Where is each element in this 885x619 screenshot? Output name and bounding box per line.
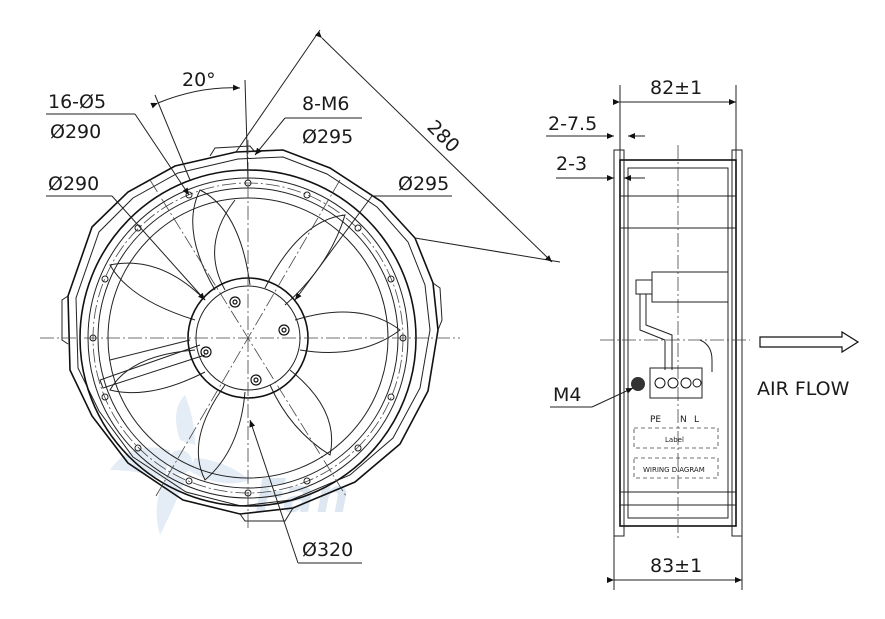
motor-cap [635, 279, 653, 295]
screw-leader [591, 387, 634, 408]
right-diameter-label: Ø295 [398, 173, 449, 195]
flange-b-label: 2-3 [556, 153, 587, 175]
thread-label: 8-M6 [302, 93, 349, 115]
fan-blades [109, 189, 401, 481]
side-view: PE N L Label WIRING DIAGRAM 82±1 2-7.5 2… [546, 77, 750, 590]
left-diameter-leader [111, 195, 206, 301]
outer-diameter-leader [249, 419, 299, 564]
flange-a-label: 2-7.5 [548, 113, 597, 135]
terminal-block [649, 367, 703, 399]
label-plate [633, 427, 719, 449]
mount-circle-label: Ø295 [302, 126, 353, 148]
mount-tab-bottom [239, 507, 294, 522]
mount-tab-right [432, 282, 443, 331]
angle-leader-1 [154, 94, 191, 181]
hole-count-label: 16-Ø5 [48, 91, 106, 113]
hole-circle-label: Ø290 [50, 121, 101, 143]
right-diameter-leader [294, 195, 373, 301]
diagonal-ext-1 [235, 29, 321, 153]
angle-arc [150, 84, 241, 109]
thread-leader [254, 117, 286, 156]
housing-outline [67, 149, 439, 515]
airflow-indicator: AIR FLOW [757, 330, 860, 400]
diagonal-label: 280 [422, 116, 463, 157]
cable-exit-2 [109, 339, 191, 361]
airflow-arrow-icon [759, 330, 860, 354]
diagonal-dim-line [314, 30, 553, 263]
angle-label: 20° [182, 69, 216, 91]
angle-leader-2 [244, 79, 249, 181]
mount-tab-left [61, 295, 69, 345]
housing-inner-outline [75, 156, 431, 507]
label-plate-text: Label [665, 436, 684, 444]
watermark: Fan [110, 395, 349, 535]
motor-wires [639, 294, 713, 372]
outer-diameter-label: Ø320 [302, 539, 353, 561]
hole-leader [134, 113, 190, 196]
screw-label: M4 [553, 384, 581, 406]
terminal-l: L [694, 415, 699, 425]
airflow-label: AIR FLOW [757, 378, 850, 400]
bottom-width-label: 83±1 [650, 555, 702, 577]
top-width-label: 82±1 [650, 77, 702, 99]
front-view: 20° 16-Ø5 Ø290 8-M6 Ø295 Ø290 Ø295 280 Ø… [40, 29, 561, 564]
hub-screws [200, 296, 290, 386]
flange-right [731, 149, 743, 537]
motor-body [651, 271, 729, 303]
diagonal-ext-2 [414, 237, 561, 263]
terminal-screws [654, 377, 702, 389]
ground-screw-icon [631, 377, 645, 391]
terminal-n: N [680, 415, 687, 425]
mount-tab-top [209, 145, 256, 157]
terminal-pe: PE [650, 415, 661, 425]
cable-exit [99, 344, 206, 389]
wiring-plate-text: WIRING DIAGRAM [643, 466, 705, 474]
flange-left [613, 149, 625, 537]
left-diameter-label: Ø290 [48, 173, 99, 195]
wiring-plate [633, 457, 719, 479]
centerline-diag2 [155, 179, 341, 497]
